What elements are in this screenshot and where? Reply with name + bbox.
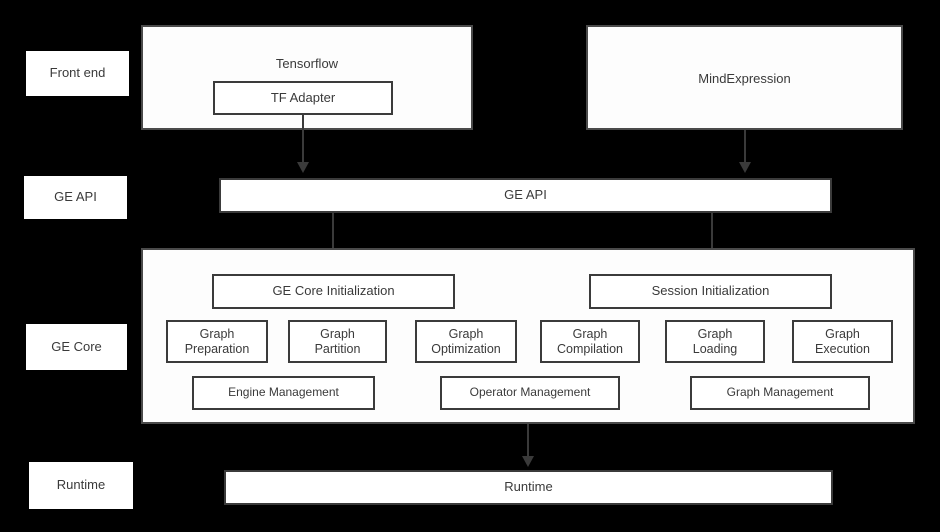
graph-execution-line1: Graph (825, 327, 860, 342)
arrowhead-mindexpression-to-ge-api (739, 162, 751, 173)
operator-management-label: Operator Management (469, 385, 591, 400)
arrowhead-ge-core-to-runtime (522, 456, 534, 467)
engine-management-box[interactable]: Engine Management (192, 376, 375, 410)
mindexpression-group (586, 25, 903, 130)
layer-label-ge-api-text: GE API (54, 189, 97, 205)
connector-mindexpression-to-ge-api (744, 130, 746, 165)
layer-label-runtime: Runtime (29, 462, 133, 509)
ge-api-bar-label: GE API (504, 187, 547, 203)
connector-ge-core-to-runtime (527, 424, 529, 460)
graph-partition-line1: Graph (320, 327, 355, 342)
graph-optimization-line2: Optimization (431, 341, 501, 356)
session-initialization-box[interactable]: Session Initialization (589, 274, 832, 309)
connector-ge-api-to-ge-core-initialization (332, 212, 334, 262)
layer-label-ge-core: GE Core (26, 324, 127, 370)
tf-adapter-label: TF Adapter (270, 89, 336, 105)
graph-preparation-box[interactable]: Graph Preparation (166, 320, 268, 363)
runtime-bar[interactable]: Runtime (224, 470, 833, 505)
graph-compilation-line1: Graph (572, 327, 608, 342)
operator-management-box[interactable]: Operator Management (440, 376, 620, 410)
layer-label-front-end-text: Front end (49, 65, 106, 81)
graph-preparation-line2: Preparation (184, 341, 250, 356)
ge-core-initialization-box[interactable]: GE Core Initialization (212, 274, 455, 309)
layer-label-ge-api: GE API (24, 176, 127, 219)
graph-compilation-box[interactable]: Graph Compilation (540, 320, 640, 363)
graph-optimization-line1: Graph (448, 327, 484, 342)
graph-management-label: Graph Management (726, 385, 834, 400)
session-initialization-label: Session Initialization (651, 283, 770, 299)
graph-partition-line2: Partition (314, 341, 361, 356)
layer-label-front-end: Front end (26, 51, 129, 96)
graph-compilation-line2: Compilation (556, 341, 623, 356)
connector-tf-adapter-to-ge-api (302, 115, 304, 165)
graph-loading-box[interactable]: Graph Loading (665, 320, 765, 363)
layer-label-ge-core-text: GE Core (51, 338, 102, 354)
layer-label-runtime-text: Runtime (56, 477, 106, 493)
connector-ge-api-to-session-initialization (711, 212, 713, 262)
graph-preparation-line1: Graph (199, 327, 235, 342)
tensorflow-group-title: Tensorflow (275, 56, 339, 71)
ge-api-bar[interactable]: GE API (219, 178, 832, 213)
graph-execution-box[interactable]: Graph Execution (792, 320, 893, 363)
graph-execution-line2: Execution (815, 341, 870, 356)
graph-loading-line2: Loading (692, 341, 738, 356)
engine-management-label: Engine Management (228, 385, 339, 400)
graph-optimization-box[interactable]: Graph Optimization (415, 320, 517, 363)
arrowhead-tf-adapter-to-ge-api (297, 162, 309, 173)
ge-core-initialization-label: GE Core Initialization (272, 283, 395, 299)
graph-management-box[interactable]: Graph Management (690, 376, 870, 410)
runtime-bar-label: Runtime (504, 479, 553, 495)
graph-loading-line1: Graph (697, 327, 733, 342)
mindexpression-group-title: MindExpression (698, 71, 791, 86)
graph-partition-box[interactable]: Graph Partition (288, 320, 387, 363)
tf-adapter-box[interactable]: TF Adapter (213, 81, 393, 115)
